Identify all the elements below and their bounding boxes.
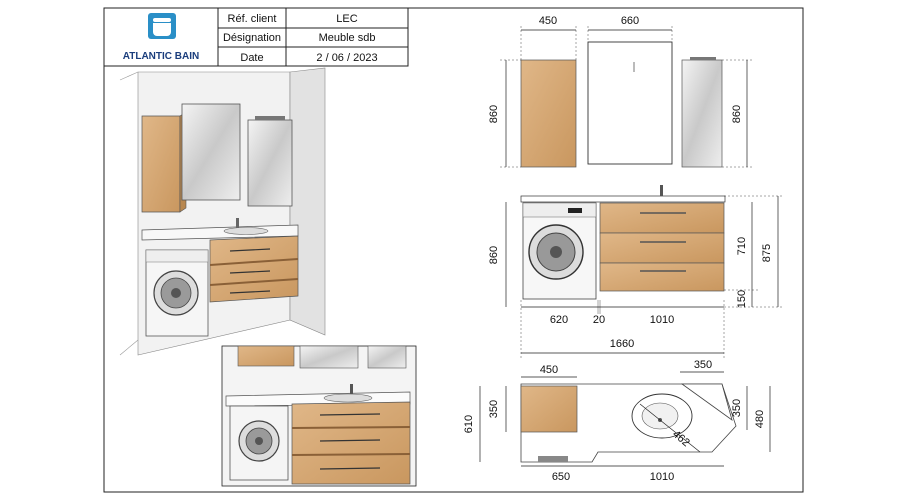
dim-plan-450: 450 [540, 364, 558, 376]
dim-plan-610: 610 [463, 415, 475, 433]
dim-1660: 1660 [610, 338, 634, 350]
dim-right-height: 860 [731, 105, 743, 123]
dim-plan-480: 480 [754, 410, 766, 428]
perspective-view-main [119, 67, 326, 356]
dim-710: 710 [736, 237, 748, 255]
dim-base-left-height: 860 [488, 246, 500, 264]
dim-cabinet-width: 450 [539, 15, 557, 27]
date-label: Date [240, 52, 263, 64]
title-block: ATLANTIC BAIN Réf. client LEC Désignatio… [103, 7, 409, 67]
dim-mirror-width: 660 [621, 15, 639, 27]
mirror [587, 41, 673, 165]
dim-1010: 1010 [650, 314, 674, 326]
dim-150: 150 [736, 290, 748, 308]
drawer-2 [599, 232, 725, 264]
wall-cabinet [520, 59, 577, 168]
elevation-upper-units: 450 660 860 860 [488, 15, 752, 168]
drawer-1 [599, 202, 725, 234]
drawer-3 [599, 262, 725, 292]
atlantic-bain-logo: ATLANTIC BAIN [123, 13, 199, 62]
brand-name: ATLANTIC BAIN [123, 51, 199, 62]
date-value: 2 / 06 / 2023 [316, 52, 377, 64]
dim-plan-350-top: 350 [694, 359, 712, 371]
dim-plan-650: 650 [552, 471, 570, 483]
ref-client-value: LEC [336, 13, 357, 25]
designation-label: Désignation [223, 32, 281, 44]
elevation-base-units: 860 710 875 150 620 20 1010 1660 [488, 185, 784, 358]
plan-wall-cabinet [520, 385, 578, 433]
dim-plan-1010: 1010 [650, 471, 674, 483]
worktop [520, 195, 726, 203]
plan-view: 462 450 350 350 610 350 480 650 1010 [463, 359, 771, 483]
dim-875: 875 [761, 244, 773, 262]
dim-plan-350-right: 350 [731, 399, 743, 417]
dim-20: 20 [593, 314, 605, 326]
mirror-cabinet [681, 59, 723, 168]
designation-value: Meuble sdb [319, 32, 376, 44]
dim-plan-350-left: 350 [488, 400, 500, 418]
perspective-view-secondary [221, 345, 417, 487]
dim-620: 620 [550, 314, 568, 326]
ref-client-label: Réf. client [228, 13, 277, 25]
dim-left-height: 860 [488, 105, 500, 123]
